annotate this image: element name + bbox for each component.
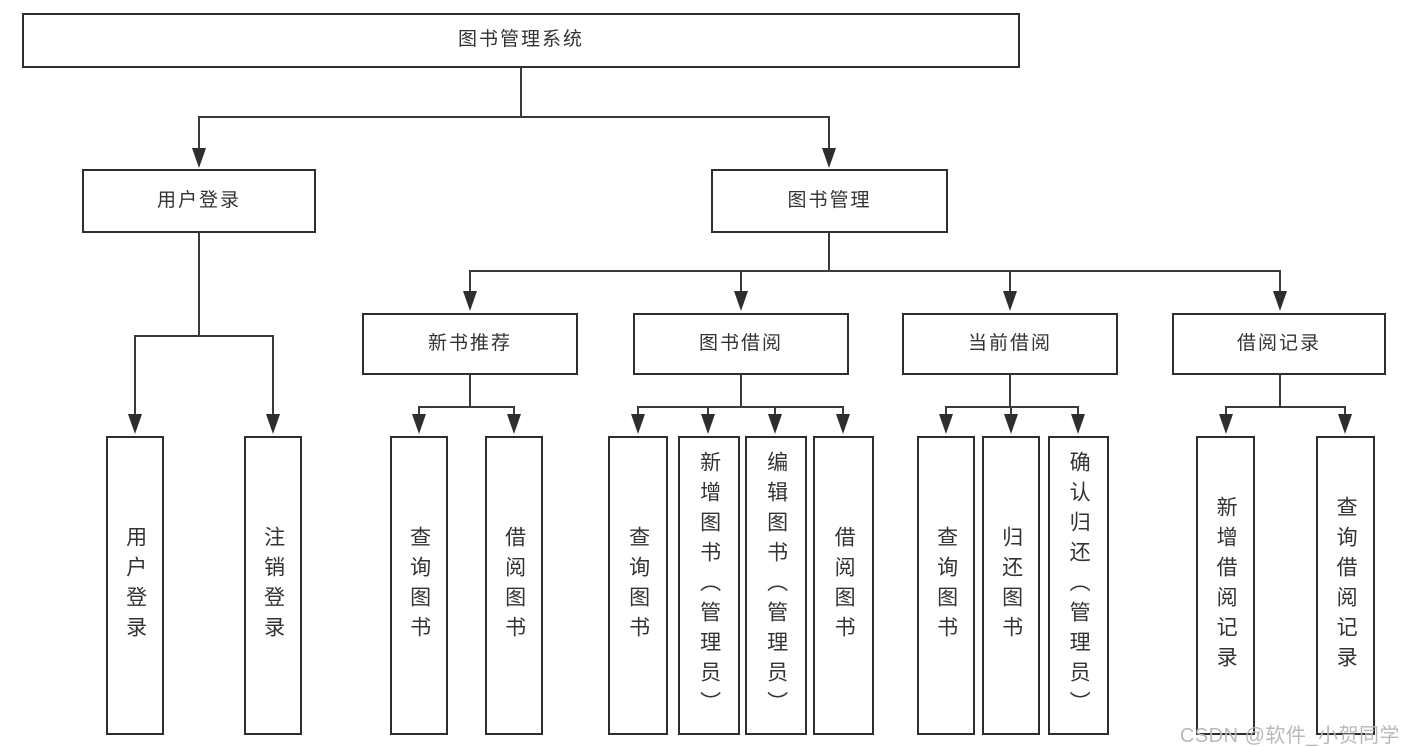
connector-root-to-level2 xyxy=(192,68,836,168)
leaf-logout: 注销登录 xyxy=(244,436,302,735)
node-book-borrowing: 图书借阅 xyxy=(633,313,849,375)
leaf-query-borrow-record: 查询借阅记录 xyxy=(1316,436,1375,735)
node-borrowing-records: 借阅记录 xyxy=(1172,313,1386,375)
leaf-query-books-3: 查询图书 xyxy=(917,436,975,735)
connector-user-login-to-leaves xyxy=(128,233,280,434)
leaf-user-login: 用户登录 xyxy=(106,436,164,735)
node-new-book-recommend: 新书推荐 xyxy=(362,313,578,375)
leaf-add-books-admin: 新增图书（管理员） xyxy=(678,436,740,735)
connector-current-borrowing-to-leaves xyxy=(939,375,1085,434)
node-book-management: 图书管理 xyxy=(711,169,948,233)
leaf-return-books: 归还图书 xyxy=(982,436,1040,735)
csdn-watermark: CSDN @软件_小贺同学 xyxy=(1179,725,1400,747)
connector-new-book-recommend-to-leaves xyxy=(412,375,521,434)
connector-book-management-to-level3 xyxy=(463,233,1287,311)
leaf-query-books-2: 查询图书 xyxy=(608,436,668,735)
leaf-add-borrow-record: 新增借阅记录 xyxy=(1196,436,1255,735)
node-library-management-system: 图书管理系统 xyxy=(22,13,1020,68)
leaf-borrow-books-1: 借阅图书 xyxy=(485,436,543,735)
connector-book-borrowing-to-leaves xyxy=(631,375,850,434)
leaf-confirm-return-admin: 确认归还（管理员） xyxy=(1048,436,1109,735)
leaf-query-books-1: 查询图书 xyxy=(390,436,448,735)
connector-borrowing-records-to-leaves xyxy=(1219,375,1352,434)
node-user-login: 用户登录 xyxy=(82,169,316,233)
node-current-borrowing: 当前借阅 xyxy=(902,313,1118,375)
leaf-borrow-books-2: 借阅图书 xyxy=(813,436,874,735)
leaf-edit-books-admin: 编辑图书（管理员） xyxy=(745,436,807,735)
